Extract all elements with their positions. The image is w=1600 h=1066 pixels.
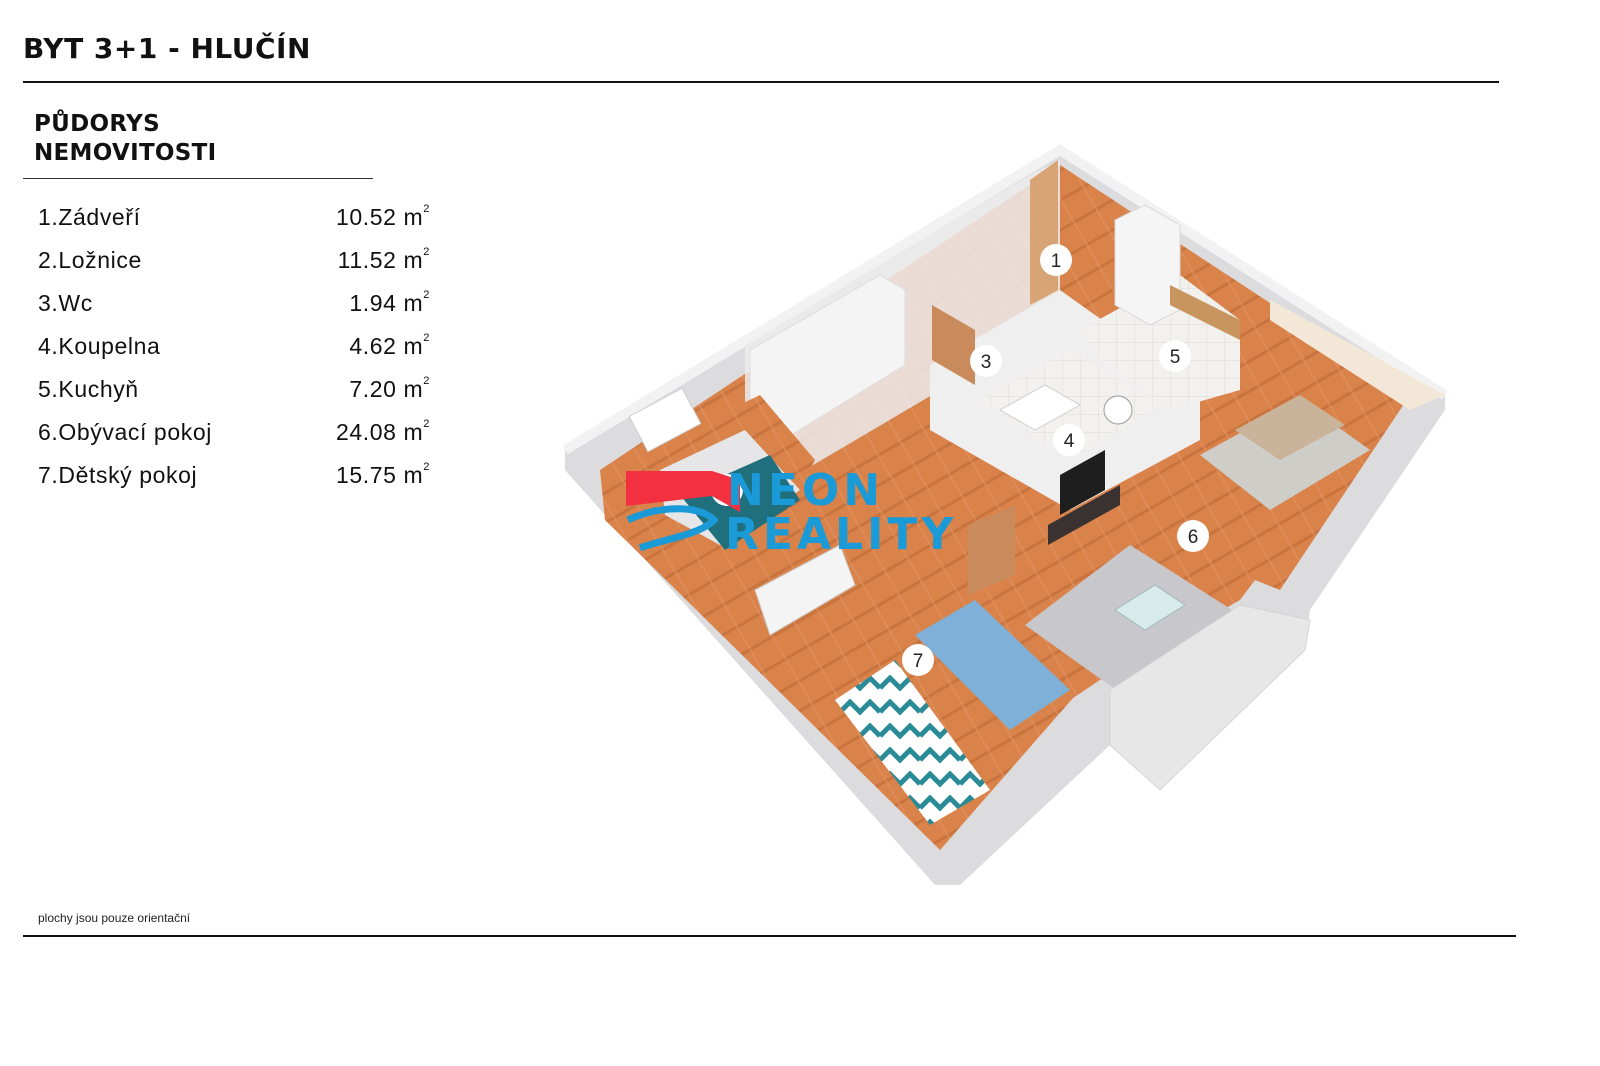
section-title-line-1: PŮDORYS	[34, 111, 160, 137]
room-marker-label: 1	[1051, 251, 1062, 272]
room-marker-label: 4	[1064, 431, 1075, 452]
room-area: 10.52 m2	[336, 198, 430, 241]
room-name: 3.Wc	[38, 290, 93, 316]
room-area-value: 1.94 m	[349, 290, 424, 316]
tv-stand	[1048, 485, 1120, 545]
room-area-value: 4.62 m	[349, 333, 424, 359]
room-area-value: 10.52 m	[335, 204, 424, 230]
wc-door	[932, 305, 975, 385]
logo-red-shape	[626, 471, 740, 512]
right-wall	[1270, 300, 1445, 410]
section-divider	[23, 178, 373, 179]
room-area-value: 15.75 m	[335, 462, 424, 488]
tv-screen	[1060, 450, 1105, 515]
room-row: 1.Zádveří 10.52 m2	[38, 198, 430, 241]
room-marker-label: 7	[913, 651, 924, 672]
washing-machine	[1103, 395, 1133, 425]
kids-door	[968, 505, 1015, 595]
room-area-value: 24.08 m	[335, 419, 424, 445]
kids-bed	[915, 600, 1070, 730]
room-marker-label: 3	[981, 352, 992, 373]
room-row: 7.Dětský pokoj 15.75 m2	[38, 456, 430, 499]
neon-reality-logo: NEON REALITY	[626, 465, 957, 560]
room-area-value: 11.52 m	[337, 247, 424, 273]
room-marker-6: 6	[1177, 520, 1209, 552]
room-marker-1: 1	[1040, 244, 1072, 276]
bedroom-artwork	[628, 387, 702, 453]
area-unit-superscript: 2	[423, 203, 430, 215]
room-name: 5.Kuchyň	[38, 376, 139, 402]
room-marker-label: 6	[1188, 527, 1199, 548]
section-title-line-2: NEMOVITOSTI	[34, 140, 217, 166]
living-rug	[1025, 545, 1240, 700]
area-unit-superscript: 2	[423, 332, 430, 344]
room-marker-3: 3	[970, 345, 1002, 377]
kitchen-counter	[1170, 285, 1240, 340]
room-row: 6.Obývací pokoj 24.08 m2	[38, 413, 430, 456]
room-area: 1.94 m2	[349, 284, 430, 327]
area-unit-superscript: 2	[423, 418, 430, 430]
area-unit-superscript: 2	[423, 375, 430, 387]
room-area: 7.20 m2	[349, 370, 430, 413]
room-row: 2.Ložnice 11.52 m2	[38, 241, 430, 284]
balcony	[1109, 604, 1311, 791]
room-area-value: 7.20 m	[349, 376, 424, 402]
room-row: 5.Kuchyň 7.20 m2	[38, 370, 430, 413]
footer-divider	[23, 935, 1516, 937]
kids-rug	[835, 660, 990, 825]
area-unit-superscript: 2	[423, 246, 430, 258]
coffee-table	[1114, 584, 1186, 631]
room-area: 15.75 m2	[336, 456, 430, 499]
kitchen-tall-cabinets	[1114, 204, 1181, 326]
footer-note: plochy jsou pouze orientační	[38, 911, 191, 925]
header-divider	[23, 81, 1499, 83]
section-title: PŮDORYS NEMOVITOSTI	[34, 110, 217, 168]
bathtub	[998, 384, 1082, 431]
room-marker-5: 5	[1159, 340, 1191, 372]
kids-shelf	[754, 544, 856, 636]
room-area: 24.08 m2	[336, 413, 430, 456]
room-marker-label: 5	[1170, 347, 1181, 368]
room-marker-7: 7	[902, 644, 934, 676]
room-name: 4.Koupelna	[38, 333, 161, 359]
logo-text-reality: REALITY	[725, 509, 957, 560]
room-area: 11.52 m2	[338, 241, 430, 284]
room-name: 6.Obývací pokoj	[38, 419, 212, 445]
area-unit-superscript: 2	[423, 289, 430, 301]
room-list: 1.Zádveří 10.52 m2 2.Ložnice 11.52 m2 3.…	[38, 198, 430, 499]
hall-wood-panel	[1030, 160, 1058, 305]
floor-plan-illustration: 1 2 3 4 5 6 7 NEON REALITY	[562, 144, 1448, 885]
area-unit-superscript: 2	[423, 461, 430, 473]
room-row: 4.Koupelna 4.62 m2	[38, 327, 430, 370]
page-title: BYT 3+1 - HLUČÍN	[23, 32, 311, 65]
outer-wall-edge	[562, 144, 1448, 455]
logo-s-mark	[626, 505, 719, 552]
logo-text-neon: NEON	[727, 465, 884, 516]
room-row: 3.Wc 1.94 m2	[38, 284, 430, 327]
room-name: 2.Ložnice	[38, 247, 142, 273]
room-name: 7.Dětský pokoj	[38, 462, 198, 488]
room-area: 4.62 m2	[349, 327, 430, 370]
room-name: 1.Zádveří	[38, 204, 141, 230]
room-marker-4: 4	[1053, 424, 1085, 456]
dining-table	[1235, 395, 1345, 460]
